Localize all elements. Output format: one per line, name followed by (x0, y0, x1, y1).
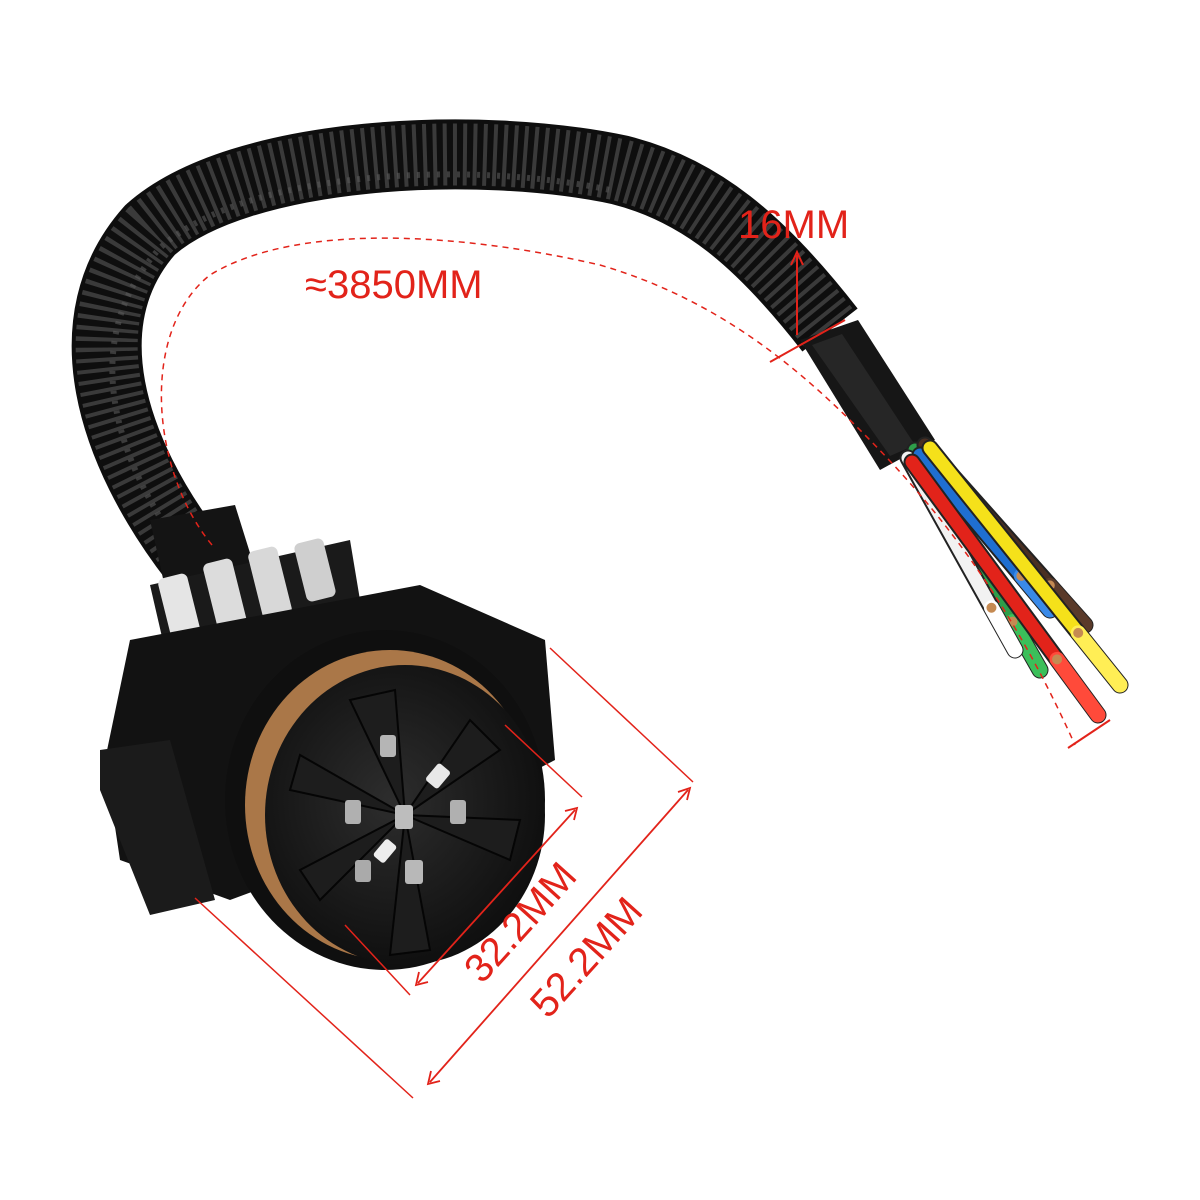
dimension-annotations (160, 237, 1111, 1099)
corrugated-cable (71, 119, 858, 582)
trailer-connector (100, 505, 555, 970)
length-label: ≈3850MM (305, 263, 483, 307)
wire-ferrule (1070, 625, 1128, 693)
wire-ferrule (983, 600, 1023, 658)
connector-pins (345, 735, 466, 884)
copper-strand (986, 602, 997, 613)
copper-strand (1052, 654, 1063, 665)
wire-ferrule (1049, 651, 1106, 723)
wire-bundle (899, 436, 1129, 724)
cable-end-sleeve (800, 320, 935, 470)
copper-strand (1073, 627, 1084, 638)
length-dashed-arc (160, 237, 1076, 746)
diameter-label: 16MM (738, 203, 849, 247)
connector-clips (150, 538, 360, 650)
wire-ferrule (1005, 614, 1048, 678)
